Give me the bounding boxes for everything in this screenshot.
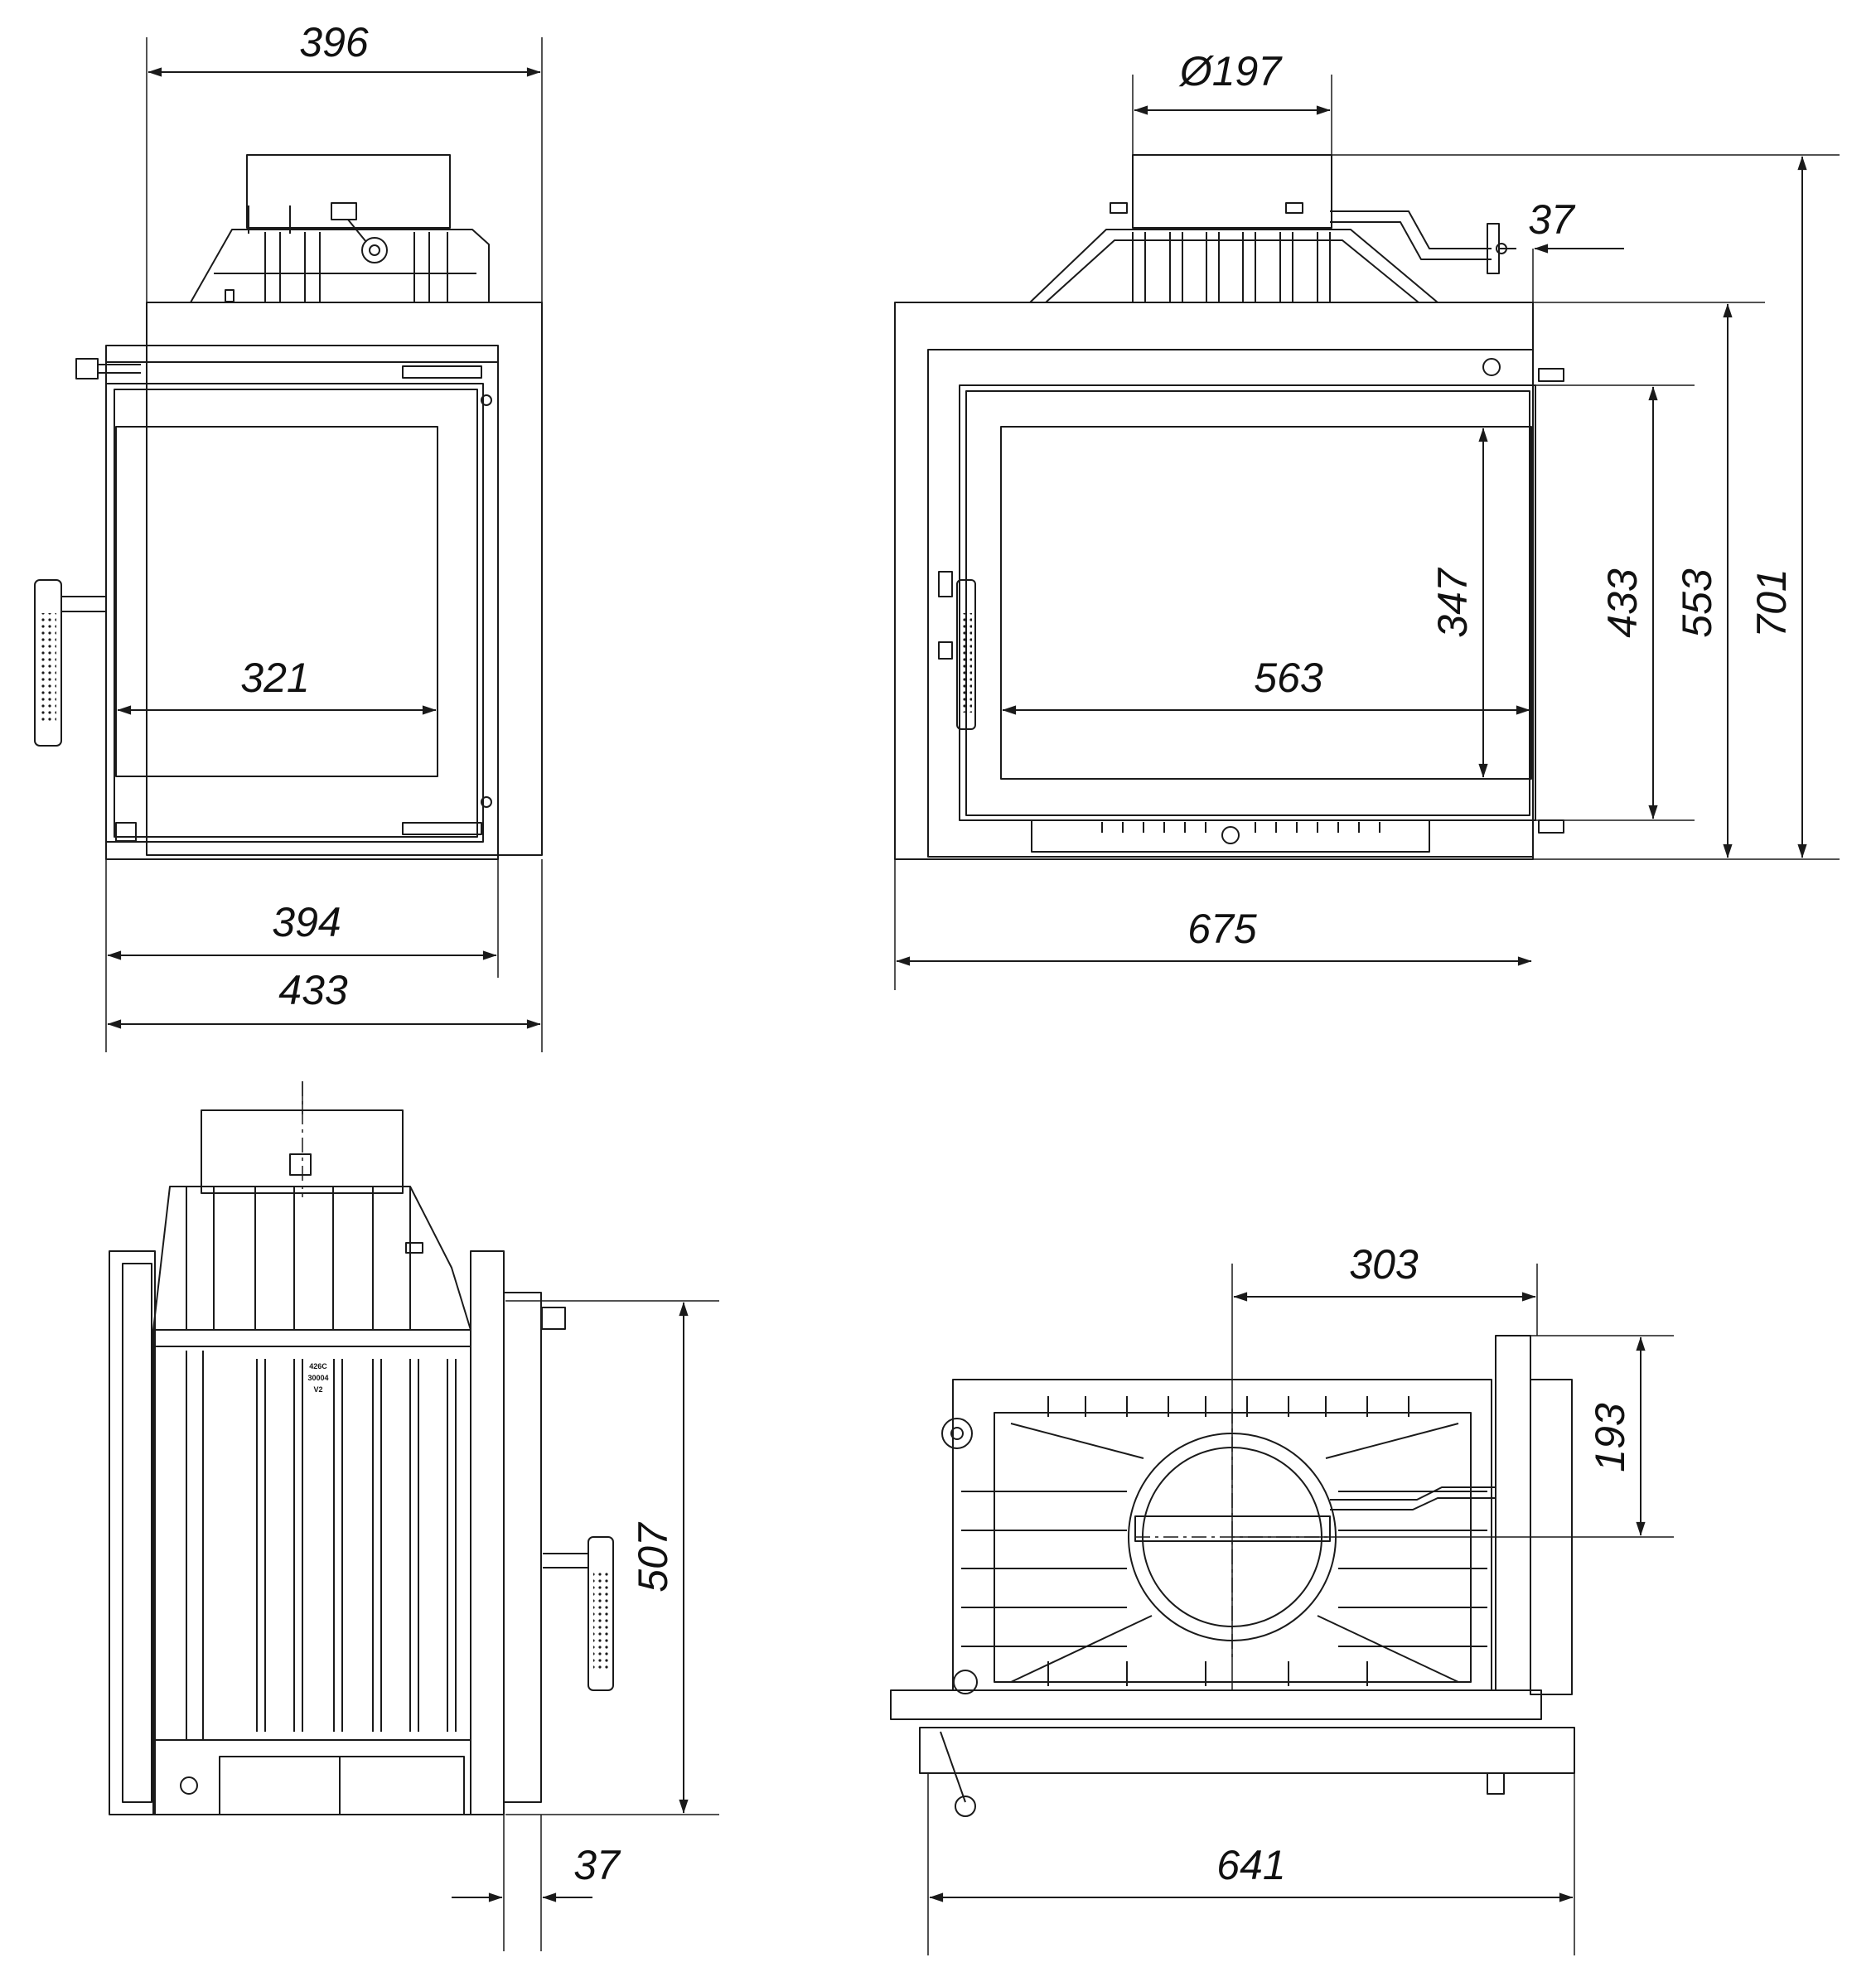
side-glass [1000,426,1532,780]
rear-body [152,1329,471,1815]
front-flue-collar [246,154,451,229]
front-door-handle [34,579,62,747]
rear-plate-line2: 30004 [307,1374,328,1382]
rear-view [109,1109,614,1815]
dim-side-flue-offset: 37 [1528,196,1576,243]
dim-top-body-width: 641 [1216,1842,1285,1888]
center-lines [302,1081,1330,1657]
front-hinge-bottom [402,822,482,835]
front-door [105,383,484,843]
dim-top-flue-depth: 193 [1587,1403,1633,1472]
top-body [952,1379,1492,1691]
dim-top-flue-offset: 303 [1349,1241,1419,1288]
dim-front-body-width: 433 [278,967,348,1013]
top-side-plate [1495,1335,1531,1691]
front-view [34,154,543,860]
rear-plate-line3: V2 [313,1385,322,1394]
dim-side-glass-width: 563 [1254,655,1323,701]
side-view [894,154,1564,860]
dim-front-glass-width: 321 [240,655,309,701]
side-door-handle [956,579,976,730]
front-hinge-top [402,365,482,379]
top-base-plate [890,1689,1542,1720]
dim-side-flue-diameter: Ø197 [1178,48,1284,94]
dim-front-door-width: 394 [272,899,341,945]
dim-side-body-height: 553 [1674,568,1720,638]
extension-lines [105,37,1840,1955]
side-flue-collar [1132,154,1332,229]
rear-door-handle [587,1536,614,1691]
rear-left-frame [109,1250,156,1815]
dim-rear-frame-depth: 37 [573,1842,621,1888]
dim-side-glass-height: 347 [1429,567,1476,638]
rear-dome [152,1186,471,1331]
dim-rear-body-height: 507 [630,1521,676,1593]
rear-right-frame [470,1250,505,1815]
top-hinge-lug-icon [941,1418,973,1449]
front-frame [105,345,499,860]
front-damper-knob-icon [361,237,388,263]
dim-front-top-width: 396 [299,19,369,65]
rear-plate-line1: 426C [309,1362,327,1370]
side-air-slide [1031,819,1430,853]
dimension-lines [107,67,1807,1902]
dim-side-body-width: 675 [1187,906,1257,952]
side-damper-rod [1330,210,1492,249]
front-body [146,302,543,856]
front-glass [115,426,438,777]
front-dome [190,229,490,303]
dim-side-door-height: 433 [1599,568,1646,638]
dim-side-total-height: 701 [1748,568,1795,637]
